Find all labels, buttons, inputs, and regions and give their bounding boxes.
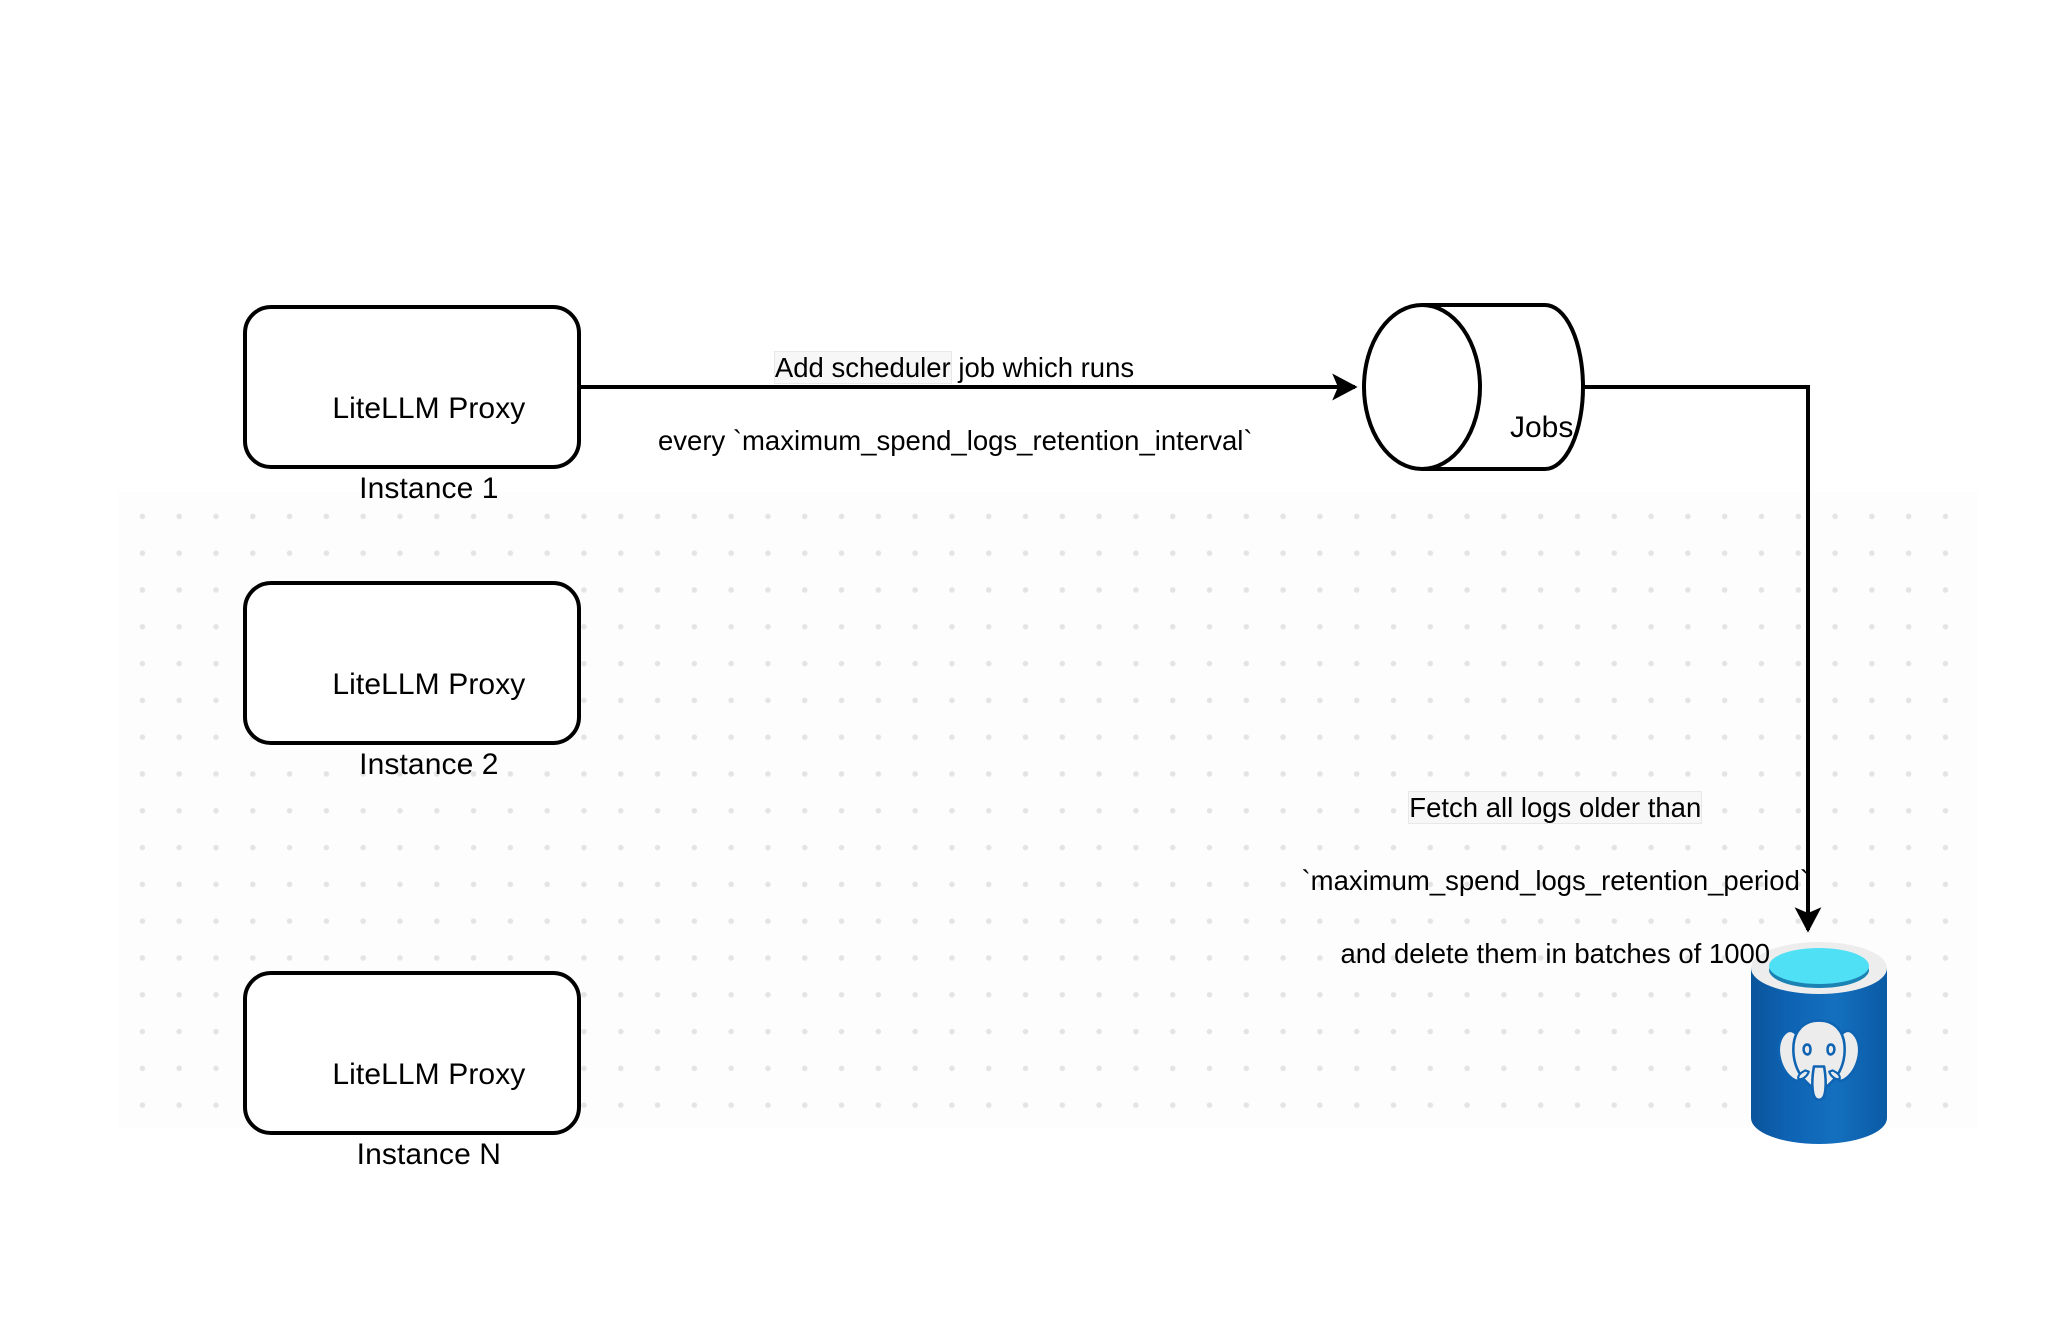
edge1-label-line1-rest: job which runs [950, 351, 1135, 383]
proxy-2-box[interactable] [243, 581, 581, 745]
node-proxy-instance-1[interactable] [243, 305, 581, 469]
jobs-cylinder-left-face [1362, 303, 1482, 471]
edge-proxy1-to-jobs-label: Add scheduler job which runs every `maxi… [585, 313, 1295, 496]
edge2-label-line3: and delete them in batches of 1000 [1340, 937, 1771, 969]
proxy-1-box[interactable] [243, 305, 581, 469]
edge2-label-line1: Fetch all logs older than [1409, 791, 1702, 823]
node-jobs-cylinder[interactable] [1362, 303, 1585, 471]
proxy-n-box[interactable] [243, 971, 581, 1135]
node-postgres-database[interactable] [1751, 942, 1887, 1144]
edge-jobs-to-database [1583, 385, 1822, 933]
edge1-label-line2: every `maximum_spend_logs_retention_inte… [657, 424, 1253, 456]
edge-jobs-to-database-label: Fetch all logs older than `maximum_spend… [1235, 753, 1845, 1009]
node-proxy-instance-2[interactable] [243, 581, 581, 745]
edge1-label-line1-highlight: Add scheduler [774, 351, 951, 383]
db-cylinder-top-cyan [1769, 948, 1869, 984]
edge2-label-line2: `maximum_spend_logs_retention_period` [1301, 864, 1810, 896]
node-proxy-instance-n[interactable] [243, 971, 581, 1135]
postgres-elephant-icon [1777, 1019, 1861, 1102]
